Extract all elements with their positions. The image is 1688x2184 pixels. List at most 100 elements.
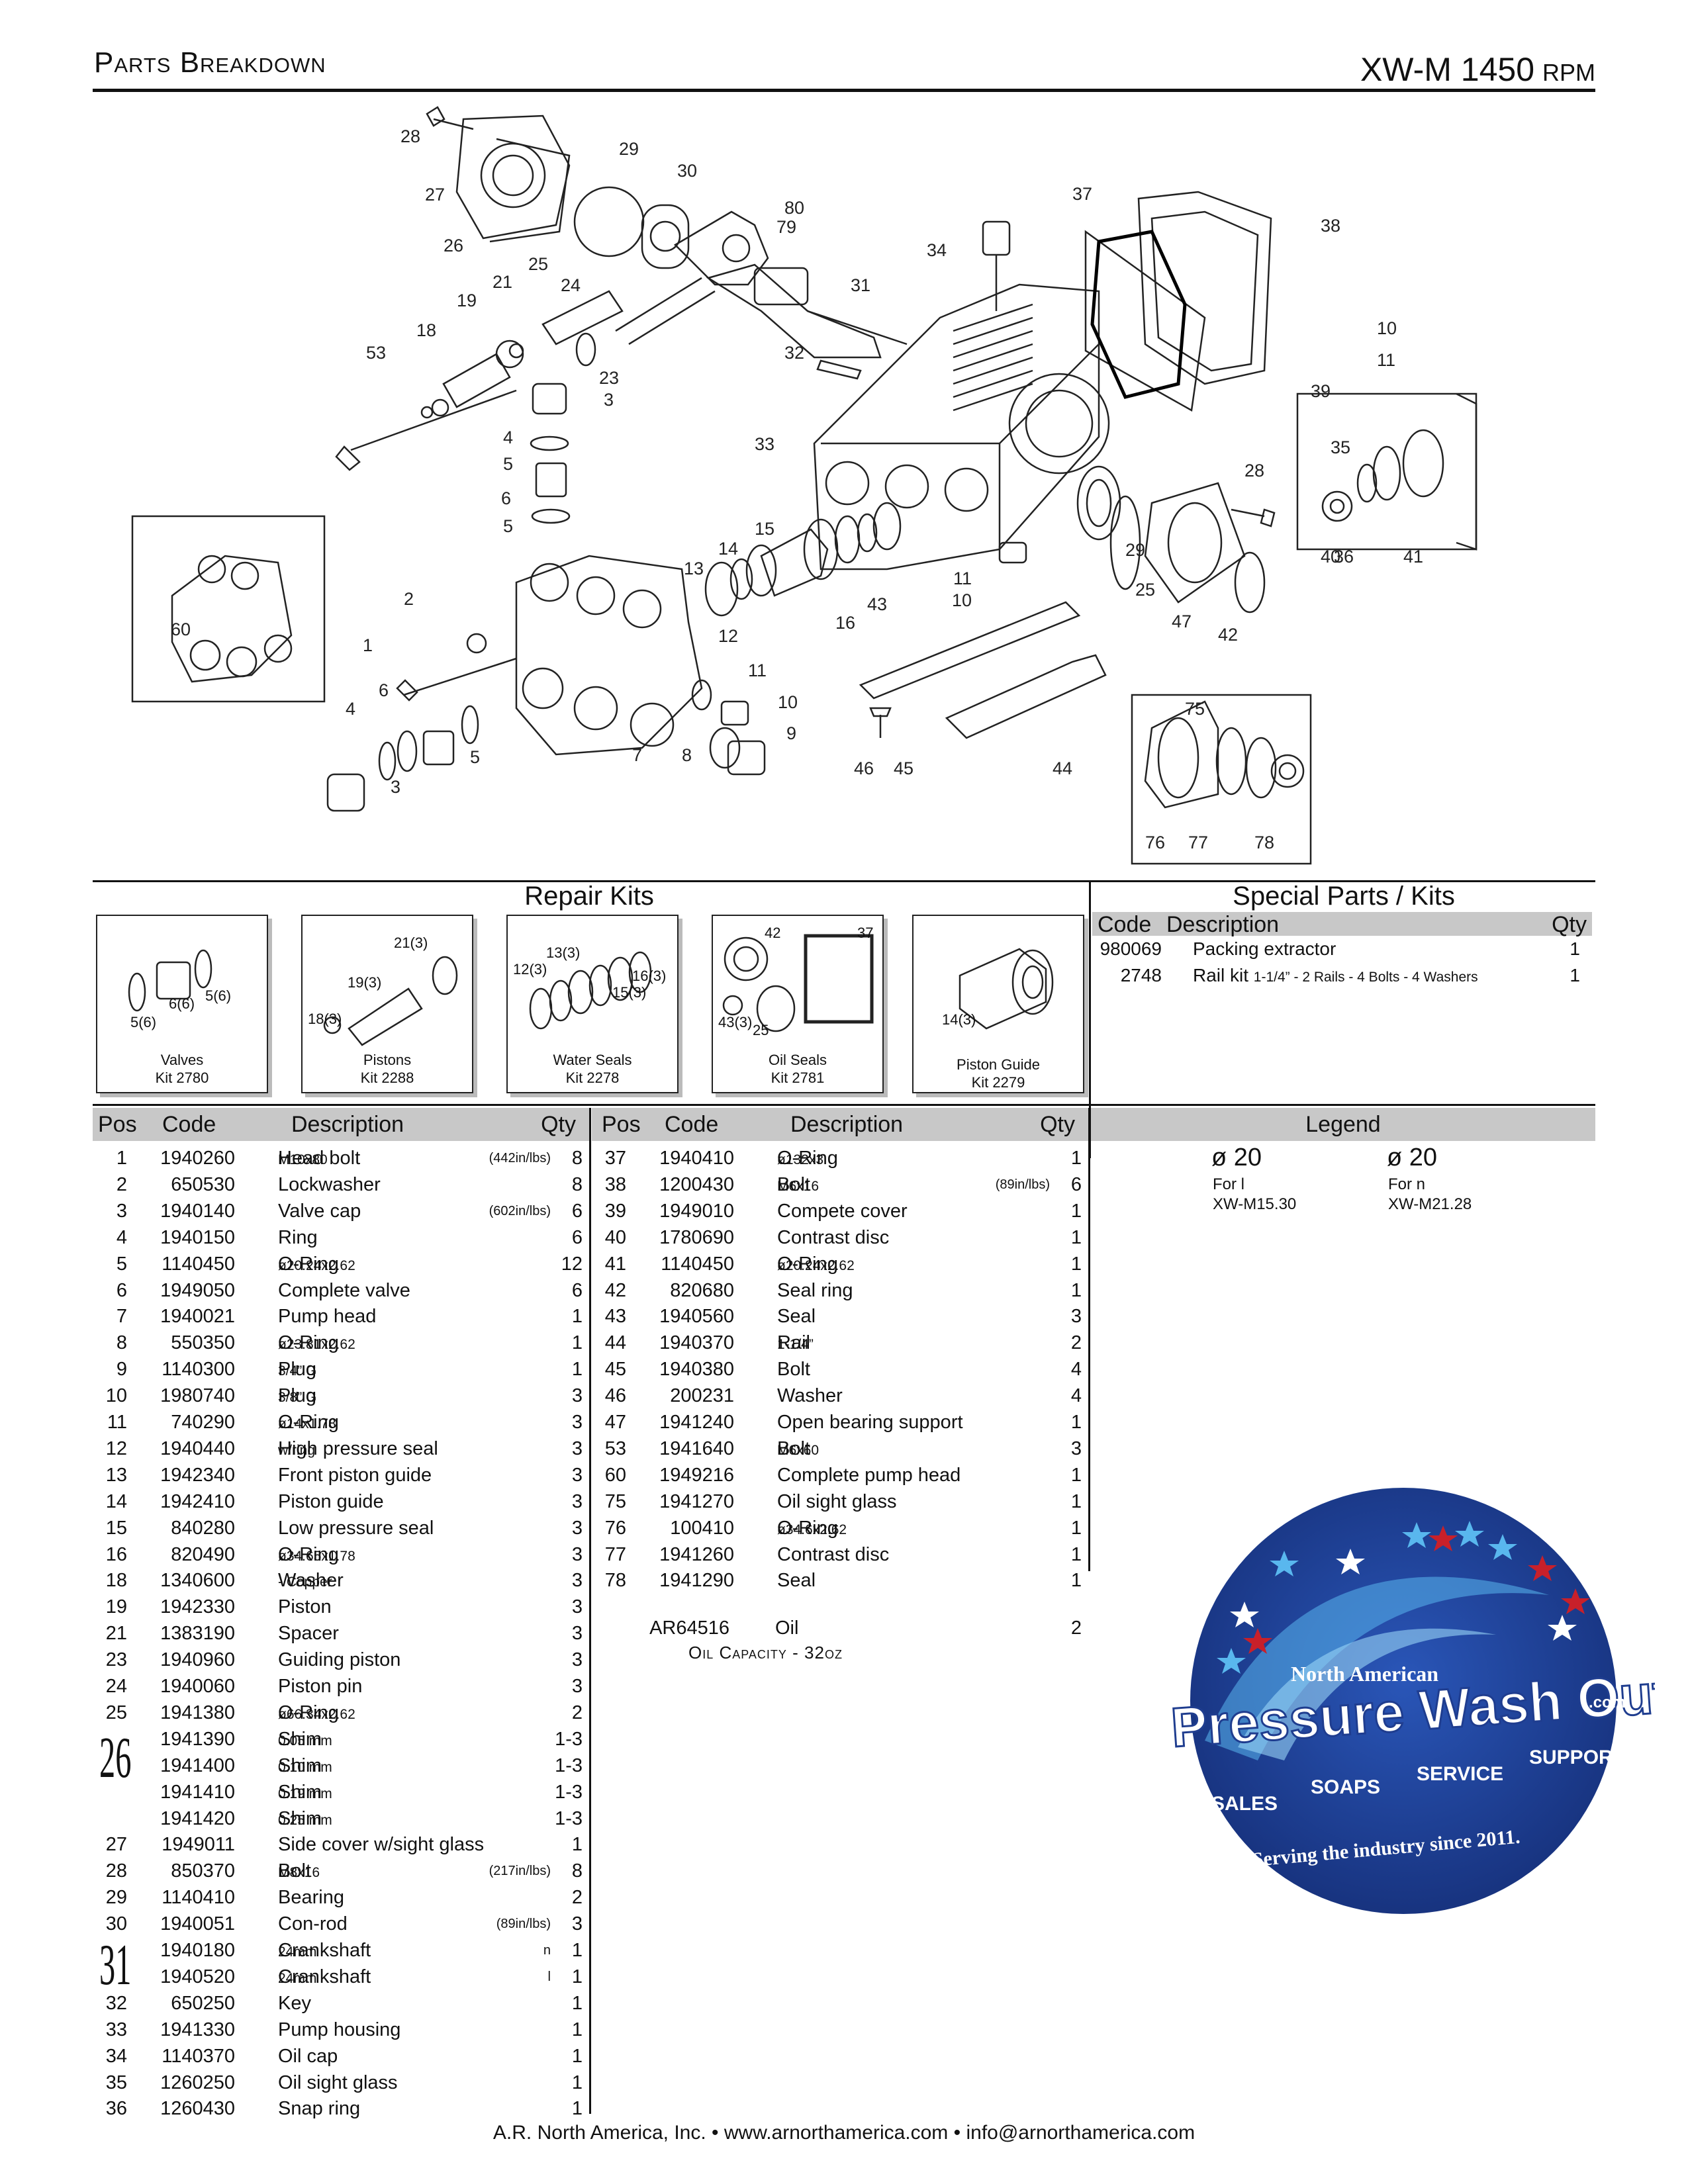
callout-number: 28: [1244, 461, 1264, 480]
callout-number: 41: [1403, 547, 1423, 567]
row-code: 850370: [171, 1860, 235, 1882]
callout-number: 6: [379, 680, 389, 700]
row-desc-text: High pressure seal: [278, 1437, 438, 1459]
row-pos: 38: [604, 1173, 626, 1195]
special-parts-title: Special Parts / Kits: [1233, 882, 1455, 911]
row-desc-text: Piston guide: [278, 1490, 384, 1512]
row-code: 1941640: [659, 1437, 734, 1459]
row-qty: 6: [571, 1200, 583, 1222]
legend-divider: [1088, 1108, 1090, 1571]
callout-number: 36: [1334, 547, 1354, 567]
special-desc-text: Rail kit: [1193, 965, 1249, 985]
callout-number: 11: [1377, 350, 1395, 370]
row-pos: 46: [604, 1385, 626, 1407]
header-code: Code: [665, 1112, 719, 1137]
row-desc-text: Front piston guide: [278, 1464, 432, 1486]
legend-symbol-1: ø 20: [1211, 1144, 1262, 1171]
row-pos: 60: [604, 1464, 626, 1486]
row-qty: 1: [1070, 1200, 1082, 1222]
row-qty: 3: [571, 1570, 583, 1592]
callout-number: 21: [492, 272, 512, 292]
valves-kit-icon: [128, 949, 212, 1012]
row-desc-text: O-Ring: [777, 1148, 838, 1169]
callout-number: 30: [677, 161, 697, 181]
callout-number: 45: [894, 758, 914, 778]
row-code: 1949050: [160, 1279, 235, 1301]
callout-number: 38: [1321, 216, 1340, 236]
header-code: Code: [162, 1112, 216, 1137]
row-pos: 35: [105, 2071, 127, 2093]
row-code: 740290: [171, 1412, 235, 1433]
row-pos: 30: [105, 1913, 127, 1935]
kit-callout: 21(3): [394, 934, 428, 951]
kit-callout: 42: [765, 925, 781, 941]
kit-callout: 14(3): [942, 1011, 976, 1028]
row-spec: 1-1/4”: [777, 1337, 814, 1353]
row-qty: 3: [571, 1913, 583, 1935]
kit-name: Oil Seals: [768, 1052, 827, 1068]
row-qty: 1-3: [555, 1754, 583, 1776]
row-desc-text: Contrast disc: [777, 1226, 890, 1248]
row-qty: 1: [1070, 1253, 1082, 1275]
row-qty: 8: [571, 1860, 583, 1882]
rpm-label: RPM: [1542, 59, 1595, 86]
kit-callout: 18(3): [308, 1011, 342, 1027]
header-qty: Qty: [1040, 1112, 1075, 1137]
row-torque: (89in/lbs): [995, 1177, 1050, 1192]
row-qty: 1: [571, 1834, 583, 1856]
kit-number: Kit 2781: [771, 1069, 825, 1086]
row-qty: 1: [571, 2071, 583, 2093]
row-pos: 78: [604, 1570, 626, 1592]
row-spec: ø66.34x2.62: [278, 1706, 355, 1722]
row-code: 1940060: [160, 1676, 235, 1697]
callout-number: 2: [404, 589, 414, 609]
row-desc-text: Lockwasher: [278, 1173, 381, 1195]
header-pos: Pos: [602, 1112, 641, 1137]
row-desc: Shim 0.10 mm: [278, 1752, 332, 1781]
kit-callout: 5(6): [130, 1014, 157, 1030]
row-spec: 0.05 mm: [278, 1733, 332, 1749]
special-qty: 1: [1570, 938, 1580, 959]
row-torque: (602in/lbs): [489, 1203, 551, 1218]
row-torque: (442in/lbs): [489, 1151, 551, 1165]
callout-number: 5: [470, 747, 480, 767]
row-spec: w/ring: [278, 1442, 316, 1458]
logo-top-text: North American: [1291, 1662, 1438, 1686]
special-desc: Packing extractor: [1193, 938, 1336, 960]
row-qty: 8: [571, 1173, 583, 1195]
parts-top-rule: [93, 1104, 1595, 1106]
callout-number: 10: [952, 590, 972, 610]
row-qty: 1: [1070, 1570, 1082, 1592]
row-spec: ø20.24x2.62: [777, 1257, 855, 1273]
row-code: 1941410: [160, 1781, 235, 1803]
row-qty: 1: [1070, 1279, 1082, 1301]
row-desc: O-Ring ø20.24x2.62: [777, 1251, 855, 1279]
row-spec: M8x16: [278, 1865, 320, 1881]
row-code: 1940410: [659, 1148, 734, 1169]
white-star-icons: [1230, 1549, 1577, 1641]
row-pos: 15: [105, 1517, 127, 1539]
callout-number: 29: [619, 139, 639, 159]
row-desc: Crankshaft 24mm: [278, 1964, 371, 1992]
row-desc-text: Plug: [278, 1359, 317, 1381]
callout-number: 27: [425, 185, 445, 205]
row-desc-text: Open bearing support: [777, 1412, 963, 1433]
row-qty: 1: [1070, 1543, 1082, 1565]
kit-water-seals: Water Seals Kit 2278: [506, 915, 679, 1093]
callout-number: 31: [851, 275, 870, 295]
row-code: 1942330: [160, 1596, 235, 1618]
kit-callout: 16(3): [632, 968, 667, 984]
row-desc: Bolt M6x16: [777, 1171, 819, 1200]
row-desc: Bolt M8x16: [278, 1858, 320, 1886]
